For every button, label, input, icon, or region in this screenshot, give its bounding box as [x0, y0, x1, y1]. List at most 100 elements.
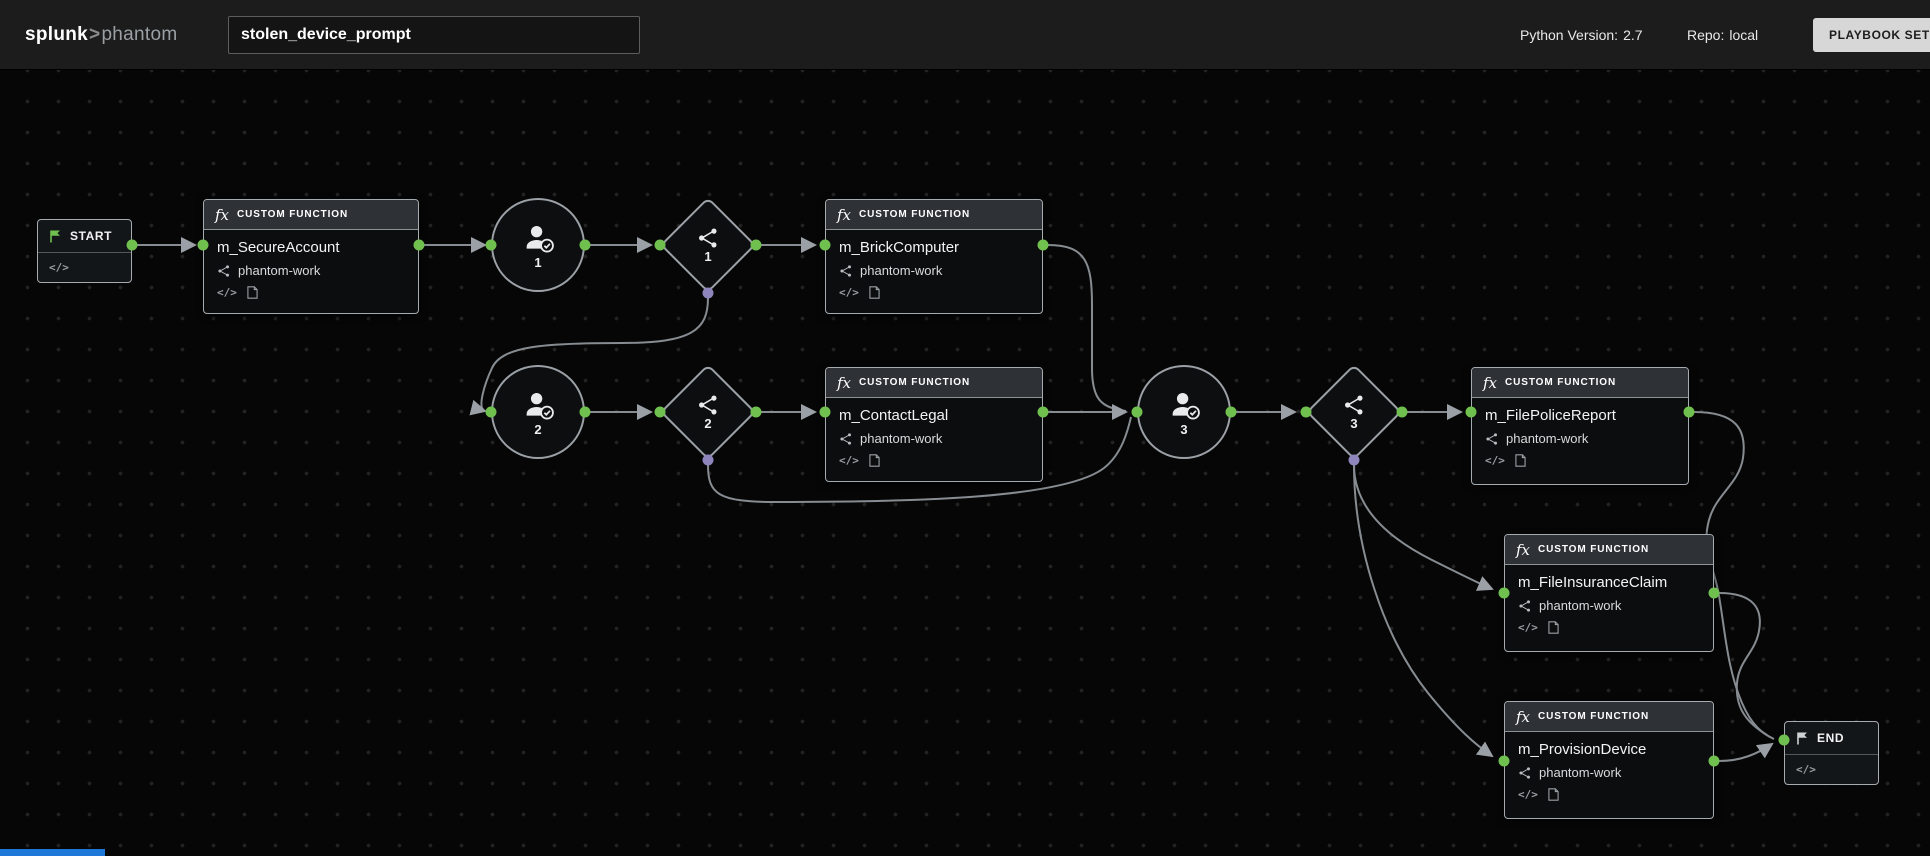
custom-function-node-file-police-report[interactable]: fx CUSTOM FUNCTION m_FilePoliceReport ph…	[1471, 367, 1689, 485]
connection-port-out[interactable]	[750, 406, 762, 418]
code-icon: </>	[1518, 621, 1538, 634]
fx-icon: fx	[1516, 540, 1531, 559]
connection-port-out[interactable]	[1708, 587, 1720, 599]
note-icon	[1548, 788, 1559, 801]
logo-chevron: >	[89, 24, 101, 45]
function-name: m_ProvisionDevice	[1518, 741, 1647, 758]
custom-function-node-brick-computer[interactable]: fx CUSTOM FUNCTION m_BrickComputer phant…	[825, 199, 1043, 314]
note-icon	[1515, 454, 1526, 467]
end-node[interactable]: END </>	[1784, 721, 1879, 785]
decision-branch-port[interactable]	[1348, 454, 1360, 466]
end-flag-icon	[1797, 732, 1807, 745]
app-name: phantom-work	[238, 263, 321, 278]
prompt-user-icon	[526, 225, 554, 253]
connection-port-in[interactable]	[1498, 755, 1510, 767]
function-name: m_ContactLegal	[839, 407, 949, 424]
decision-branch-icon	[699, 395, 717, 415]
start-node-header: START	[38, 220, 131, 253]
custom-function-body: m_FilePoliceReport phantom-work </>	[1472, 398, 1688, 475]
decision-node-1[interactable]: 1	[659, 196, 757, 294]
code-icon: </>	[839, 454, 859, 467]
custom-function-header: fx CUSTOM FUNCTION	[1505, 535, 1713, 565]
custom-function-header: fx CUSTOM FUNCTION	[1472, 368, 1688, 398]
fx-icon: fx	[1516, 707, 1531, 726]
fx-icon: fx	[215, 205, 230, 224]
fx-icon: fx	[837, 373, 852, 392]
node-type-label: CUSTOM FUNCTION	[1538, 711, 1650, 722]
repo-value: local	[1729, 27, 1759, 43]
playbook-name-input[interactable]	[228, 16, 640, 54]
connection-port-in[interactable]	[485, 406, 497, 418]
decision-node-2[interactable]: 2	[659, 363, 757, 461]
function-name: m_BrickComputer	[839, 239, 960, 256]
connection-port-out[interactable]	[413, 239, 425, 251]
connection-port-out[interactable]	[579, 239, 591, 251]
custom-function-header: fx CUSTOM FUNCTION	[826, 368, 1042, 398]
decision-node-3[interactable]: 3	[1305, 363, 1403, 461]
app-name: phantom-work	[860, 431, 943, 446]
connection-port-in[interactable]	[1778, 734, 1790, 746]
note-icon	[869, 454, 880, 467]
playbook-settings-button[interactable]: PLAYBOOK SET	[1813, 18, 1930, 52]
connection-port-in[interactable]	[1131, 406, 1143, 418]
connection-port-in[interactable]	[485, 239, 497, 251]
prompt-number: 3	[1180, 422, 1188, 437]
fx-icon: fx	[837, 205, 852, 224]
custom-function-body: m_FileInsuranceClaim phantom-work </>	[1505, 565, 1713, 642]
connection-port-in[interactable]	[654, 406, 666, 418]
prompt-node-2[interactable]: 2	[491, 365, 585, 459]
node-type-label: CUSTOM FUNCTION	[859, 209, 971, 220]
connection-port-out[interactable]	[1683, 406, 1695, 418]
custom-function-body: m_ContactLegal phantom-work </>	[826, 398, 1042, 475]
prompt-user-icon	[1172, 392, 1200, 420]
prompt-user-icon	[526, 392, 554, 420]
code-icon: </>	[217, 286, 237, 299]
prompt-number: 2	[534, 422, 542, 437]
connection-port-out[interactable]	[1037, 239, 1049, 251]
app-name: phantom-work	[1539, 765, 1622, 780]
start-node[interactable]: START </>	[37, 219, 132, 283]
connection-port-in[interactable]	[654, 239, 666, 251]
node-type-label: CUSTOM FUNCTION	[1538, 544, 1650, 555]
logo-phantom: phantom	[101, 24, 178, 45]
playbook-canvas[interactable]: START </> fx CUSTOM FUNCTION m_SecureAcc…	[0, 70, 1930, 856]
connection-port-out[interactable]	[1225, 406, 1237, 418]
custom-function-node-contact-legal[interactable]: fx CUSTOM FUNCTION m_ContactLegal phanto…	[825, 367, 1043, 482]
connection-port-out[interactable]	[1037, 406, 1049, 418]
horizontal-scrollbar-thumb[interactable]	[0, 849, 105, 856]
decision-branch-icon	[1345, 395, 1363, 415]
connection-port-in[interactable]	[1465, 406, 1477, 418]
code-icon: </>	[1796, 763, 1816, 776]
decision-branch-icon	[699, 228, 717, 248]
decision-branch-port[interactable]	[702, 287, 714, 299]
decision-branch-port[interactable]	[702, 454, 714, 466]
end-label: END	[1817, 731, 1845, 745]
connection-port-in[interactable]	[197, 239, 209, 251]
decision-number: 3	[1350, 416, 1358, 431]
connection-port-out[interactable]	[750, 239, 762, 251]
connection-port-in[interactable]	[819, 406, 831, 418]
custom-function-body: m_BrickComputer phantom-work </>	[826, 230, 1042, 307]
custom-function-node-provision-device[interactable]: fx CUSTOM FUNCTION m_ProvisionDevice pha…	[1504, 701, 1714, 819]
connection-port-out[interactable]	[1396, 406, 1408, 418]
prompt-node-3[interactable]: 3	[1137, 365, 1231, 459]
custom-function-header: fx CUSTOM FUNCTION	[826, 200, 1042, 230]
phantom-work-app-icon	[218, 264, 230, 277]
python-version: Python Version: 2.7	[1520, 0, 1643, 70]
custom-function-node-file-insurance-claim[interactable]: fx CUSTOM FUNCTION m_FileInsuranceClaim …	[1504, 534, 1714, 652]
fx-icon: fx	[1483, 373, 1498, 392]
custom-function-header: fx CUSTOM FUNCTION	[204, 200, 418, 230]
connection-port-in[interactable]	[1498, 587, 1510, 599]
app-name: phantom-work	[860, 263, 943, 278]
connection-port-in[interactable]	[1300, 406, 1312, 418]
custom-function-node-secure-account[interactable]: fx CUSTOM FUNCTION m_SecureAccount phant…	[203, 199, 419, 314]
connection-port-in[interactable]	[819, 239, 831, 251]
code-icon: </>	[49, 261, 69, 274]
code-icon: </>	[1485, 454, 1505, 467]
prompt-node-1[interactable]: 1	[491, 198, 585, 292]
connection-port-out[interactable]	[1708, 755, 1720, 767]
code-icon: </>	[1518, 788, 1538, 801]
connection-port-out[interactable]	[126, 239, 138, 251]
connection-port-out[interactable]	[579, 406, 591, 418]
function-name: m_SecureAccount	[217, 239, 340, 256]
